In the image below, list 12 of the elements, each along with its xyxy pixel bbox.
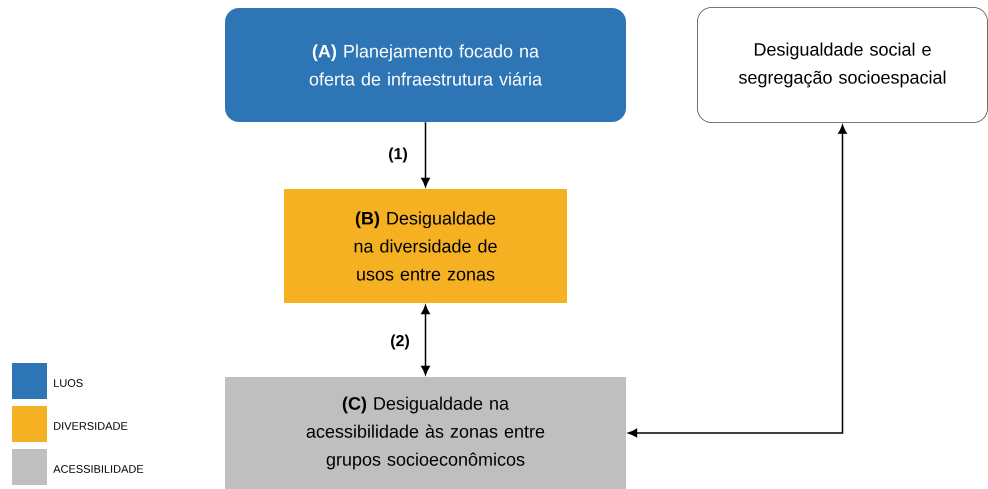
edge-label: (1): [387, 146, 409, 164]
legend-label: ACESSIBILIDADE: [53, 465, 144, 473]
legend-label: DIVERSIDADE: [54, 422, 128, 430]
arrow: [421, 122, 430, 187]
legend-label: LUOS: [54, 379, 83, 387]
process-box: (B) Desigualdade na diversidade de usos entre zonas: [284, 189, 567, 303]
process-box: (A) Planejamento focado na oferta de infraestrutura viária: [225, 8, 626, 122]
edge-label: (2): [389, 334, 411, 350]
process-box: (C) Desigualdade na acessibilidade às zonas entre grupos socioeconômicos: [225, 377, 626, 489]
arrow: [421, 305, 430, 375]
outcome-box: Desigualdade social e segregação socioespacial: [697, 7, 988, 123]
arrow: [628, 124, 847, 438]
